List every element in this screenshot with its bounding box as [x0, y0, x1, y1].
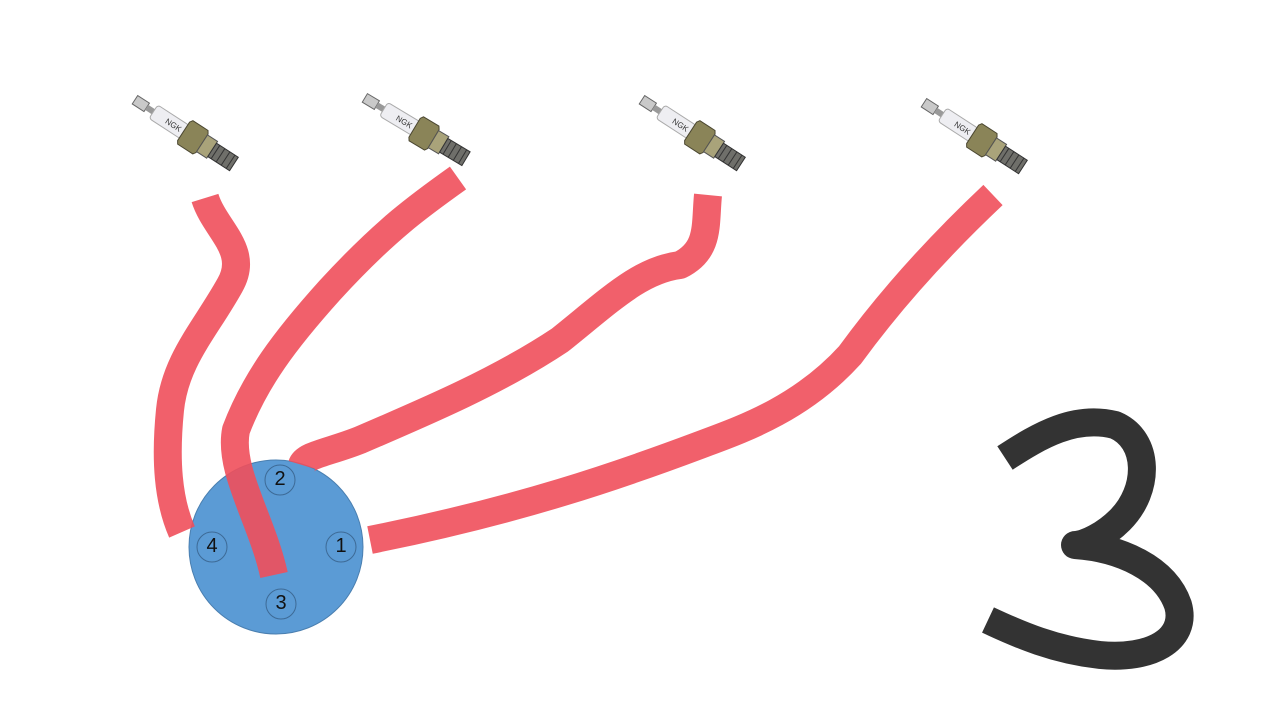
terminal-label: 4: [206, 535, 217, 557]
terminal-1: 1: [325, 531, 357, 563]
terminal-4: 4: [196, 531, 228, 563]
spark-plug-1: NGK: [126, 87, 243, 177]
spark-plug-3: NGK: [633, 87, 750, 177]
wire-plug-1-to-terminal-4: [153, 193, 250, 538]
handwritten-number-3: [982, 408, 1194, 670]
wire-plug-4-to-terminal-1: [367, 184, 1003, 554]
terminal-3: 3: [265, 588, 297, 620]
terminal-label: 1: [335, 535, 346, 557]
wire-plug-2-to-terminal-3: [220, 166, 467, 579]
spark-plug-4: NGK: [915, 90, 1032, 180]
terminal-label: 2: [274, 468, 285, 490]
terminal-label: 3: [275, 592, 286, 614]
wire-plug-3-to-terminal-2: [288, 193, 722, 473]
terminal-2: 2: [264, 464, 296, 496]
spark-plug-2: NGK: [357, 85, 474, 172]
